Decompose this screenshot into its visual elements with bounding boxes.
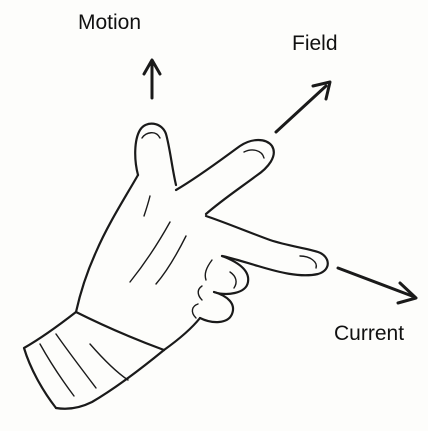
palm bbox=[76, 175, 212, 350]
field-label: Field bbox=[292, 33, 338, 54]
motion-label: Motion bbox=[78, 12, 141, 33]
motion-arrow bbox=[144, 60, 160, 98]
thumb bbox=[135, 124, 176, 185]
field-arrow bbox=[276, 82, 330, 132]
index-finger bbox=[176, 140, 274, 214]
shirt-cuff bbox=[24, 312, 164, 409]
middle-finger bbox=[206, 216, 328, 275]
current-arrow bbox=[338, 268, 416, 303]
curled-fingers bbox=[192, 256, 248, 322]
current-label: Current bbox=[334, 323, 404, 344]
